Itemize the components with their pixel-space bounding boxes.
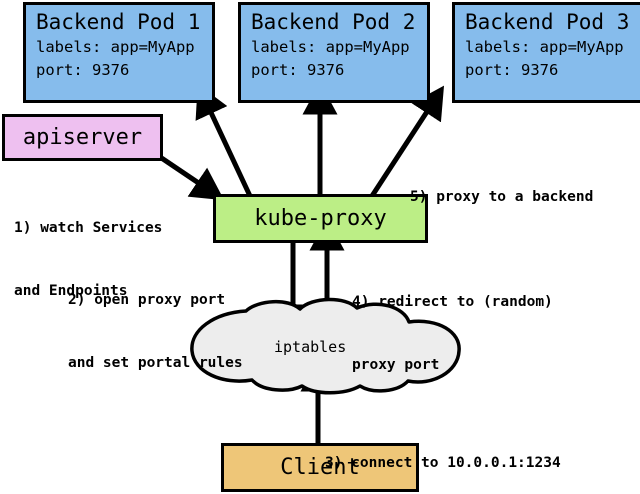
- step-5-line-1: 5) proxy to a backend: [410, 189, 594, 205]
- step-1-line-1: 1) watch Services: [14, 220, 163, 236]
- backend-pod-3-box[interactable]: Backend Pod 3 labels: app=MyApp port: 93…: [452, 2, 640, 103]
- step-3-line-1: 3) connect to 10.0.0.1:1234: [325, 455, 561, 471]
- apiserver-box[interactable]: apiserver: [2, 114, 163, 161]
- client-label: Client: [280, 455, 360, 480]
- backend-pod-2-labels: labels: app=MyApp: [251, 38, 410, 56]
- step-3-label: 3) connect to 10.0.0.1:1234: [325, 411, 561, 494]
- step-2-label: 2) open proxy port and set portal rules: [68, 248, 243, 416]
- backend-pod-1-title: Backend Pod 1: [36, 10, 201, 34]
- backend-pod-3-port: port: 9376: [465, 61, 559, 79]
- kube-proxy-box[interactable]: kube-proxy: [213, 194, 428, 243]
- apiserver-label: apiserver: [22, 125, 143, 150]
- arrow-kubeproxy-to-pod1: [195, 84, 253, 198]
- iptables-label: iptables: [274, 338, 347, 356]
- step-2-line-2: and set portal rules: [68, 355, 243, 371]
- step-5-label: 5) proxy to a backend: [410, 145, 593, 250]
- kube-proxy-label: kube-proxy: [254, 206, 387, 231]
- backend-pod-1-box[interactable]: Backend Pod 1 labels: app=MyApp port: 93…: [23, 2, 215, 103]
- step-2-line-1: 2) open proxy port: [68, 292, 226, 308]
- step-1-line-2: and Endpoints: [14, 283, 128, 299]
- backend-pod-2-box[interactable]: Backend Pod 2 labels: app=MyApp port: 93…: [238, 2, 430, 103]
- backend-pod-2-title: Backend Pod 2: [251, 10, 416, 34]
- backend-pod-3-title: Backend Pod 3: [465, 10, 630, 34]
- backend-pod-2-port: port: 9376: [251, 61, 345, 79]
- client-box[interactable]: Client: [221, 443, 419, 492]
- step-1-label: 1) watch Services and Endpoints: [14, 176, 162, 344]
- step-4-label: 4) redirect to (random) proxy port: [352, 250, 553, 418]
- backend-pod-1-labels: labels: app=MyApp: [36, 38, 195, 56]
- step-4-line-2: proxy port: [352, 357, 440, 373]
- arrow-apiserver-to-kubeproxy: [158, 154, 225, 201]
- step-4-line-1: 4) redirect to (random): [352, 294, 553, 310]
- backend-pod-1-port: port: 9376: [36, 61, 130, 79]
- backend-pod-3-labels: labels: app=MyApp: [465, 38, 624, 56]
